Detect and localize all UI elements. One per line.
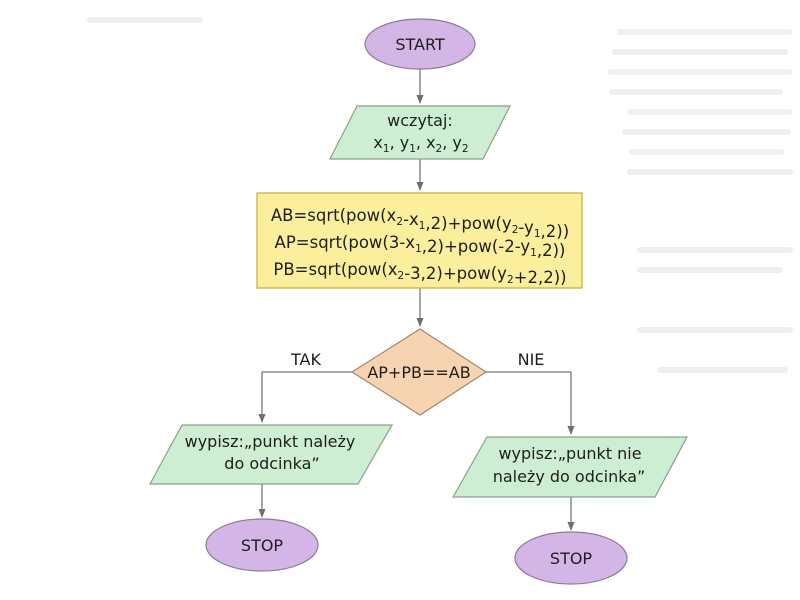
process-line-ap: AP=sqrt(pow(3-x1,2)+pow(-2-y1,2)) — [275, 233, 566, 260]
stop-no-label: STOP — [550, 549, 593, 568]
stop-yes-label: STOP — [241, 536, 284, 555]
connectors — [258, 69, 575, 531]
input-node: wczytaj: x1, y1, x2, y2 — [329, 105, 511, 160]
branch-yes-label: TAK — [290, 350, 321, 369]
input-title: wczytaj: — [387, 111, 453, 130]
connector-decision-yes — [258, 371, 352, 423]
output-yes-node: wypisz:„punkt należy do odcinka” — [148, 424, 394, 485]
output-yes-line2: do odcinka” — [224, 454, 319, 473]
stop-terminal-no: STOP — [514, 531, 628, 585]
output-no-line1: wypisz:„punkt nie — [498, 444, 641, 463]
branch-no-label: NIE — [518, 350, 545, 369]
decision-condition: AP+PB==AB — [367, 363, 470, 382]
process-line-ab: AB=sqrt(pow(x2-x1,2)+pow(y2-y1,2)) — [271, 206, 569, 241]
input-variables: x1, y1, x2, y2 — [373, 133, 468, 155]
output-no-node: wypisz:„punkt nie należy do odcinka” — [451, 436, 688, 498]
process-line-pb: PB=sqrt(pow(x2-3,2)+pow(y2+2,2)) — [273, 260, 566, 287]
decision-node: AP+PB==AB — [350, 328, 488, 416]
process-node: AB=sqrt(pow(x2-x1,2)+pow(y2-y1,2)) AP=sq… — [256, 192, 583, 289]
output-yes-line1: wypisz:„punkt należy — [185, 432, 356, 451]
stop-terminal-yes: STOP — [205, 518, 319, 572]
start-terminal: START — [364, 18, 476, 70]
output-no-line2: należy do odcinka” — [493, 467, 646, 486]
start-label: START — [395, 35, 445, 54]
connector-decision-no — [486, 371, 575, 435]
